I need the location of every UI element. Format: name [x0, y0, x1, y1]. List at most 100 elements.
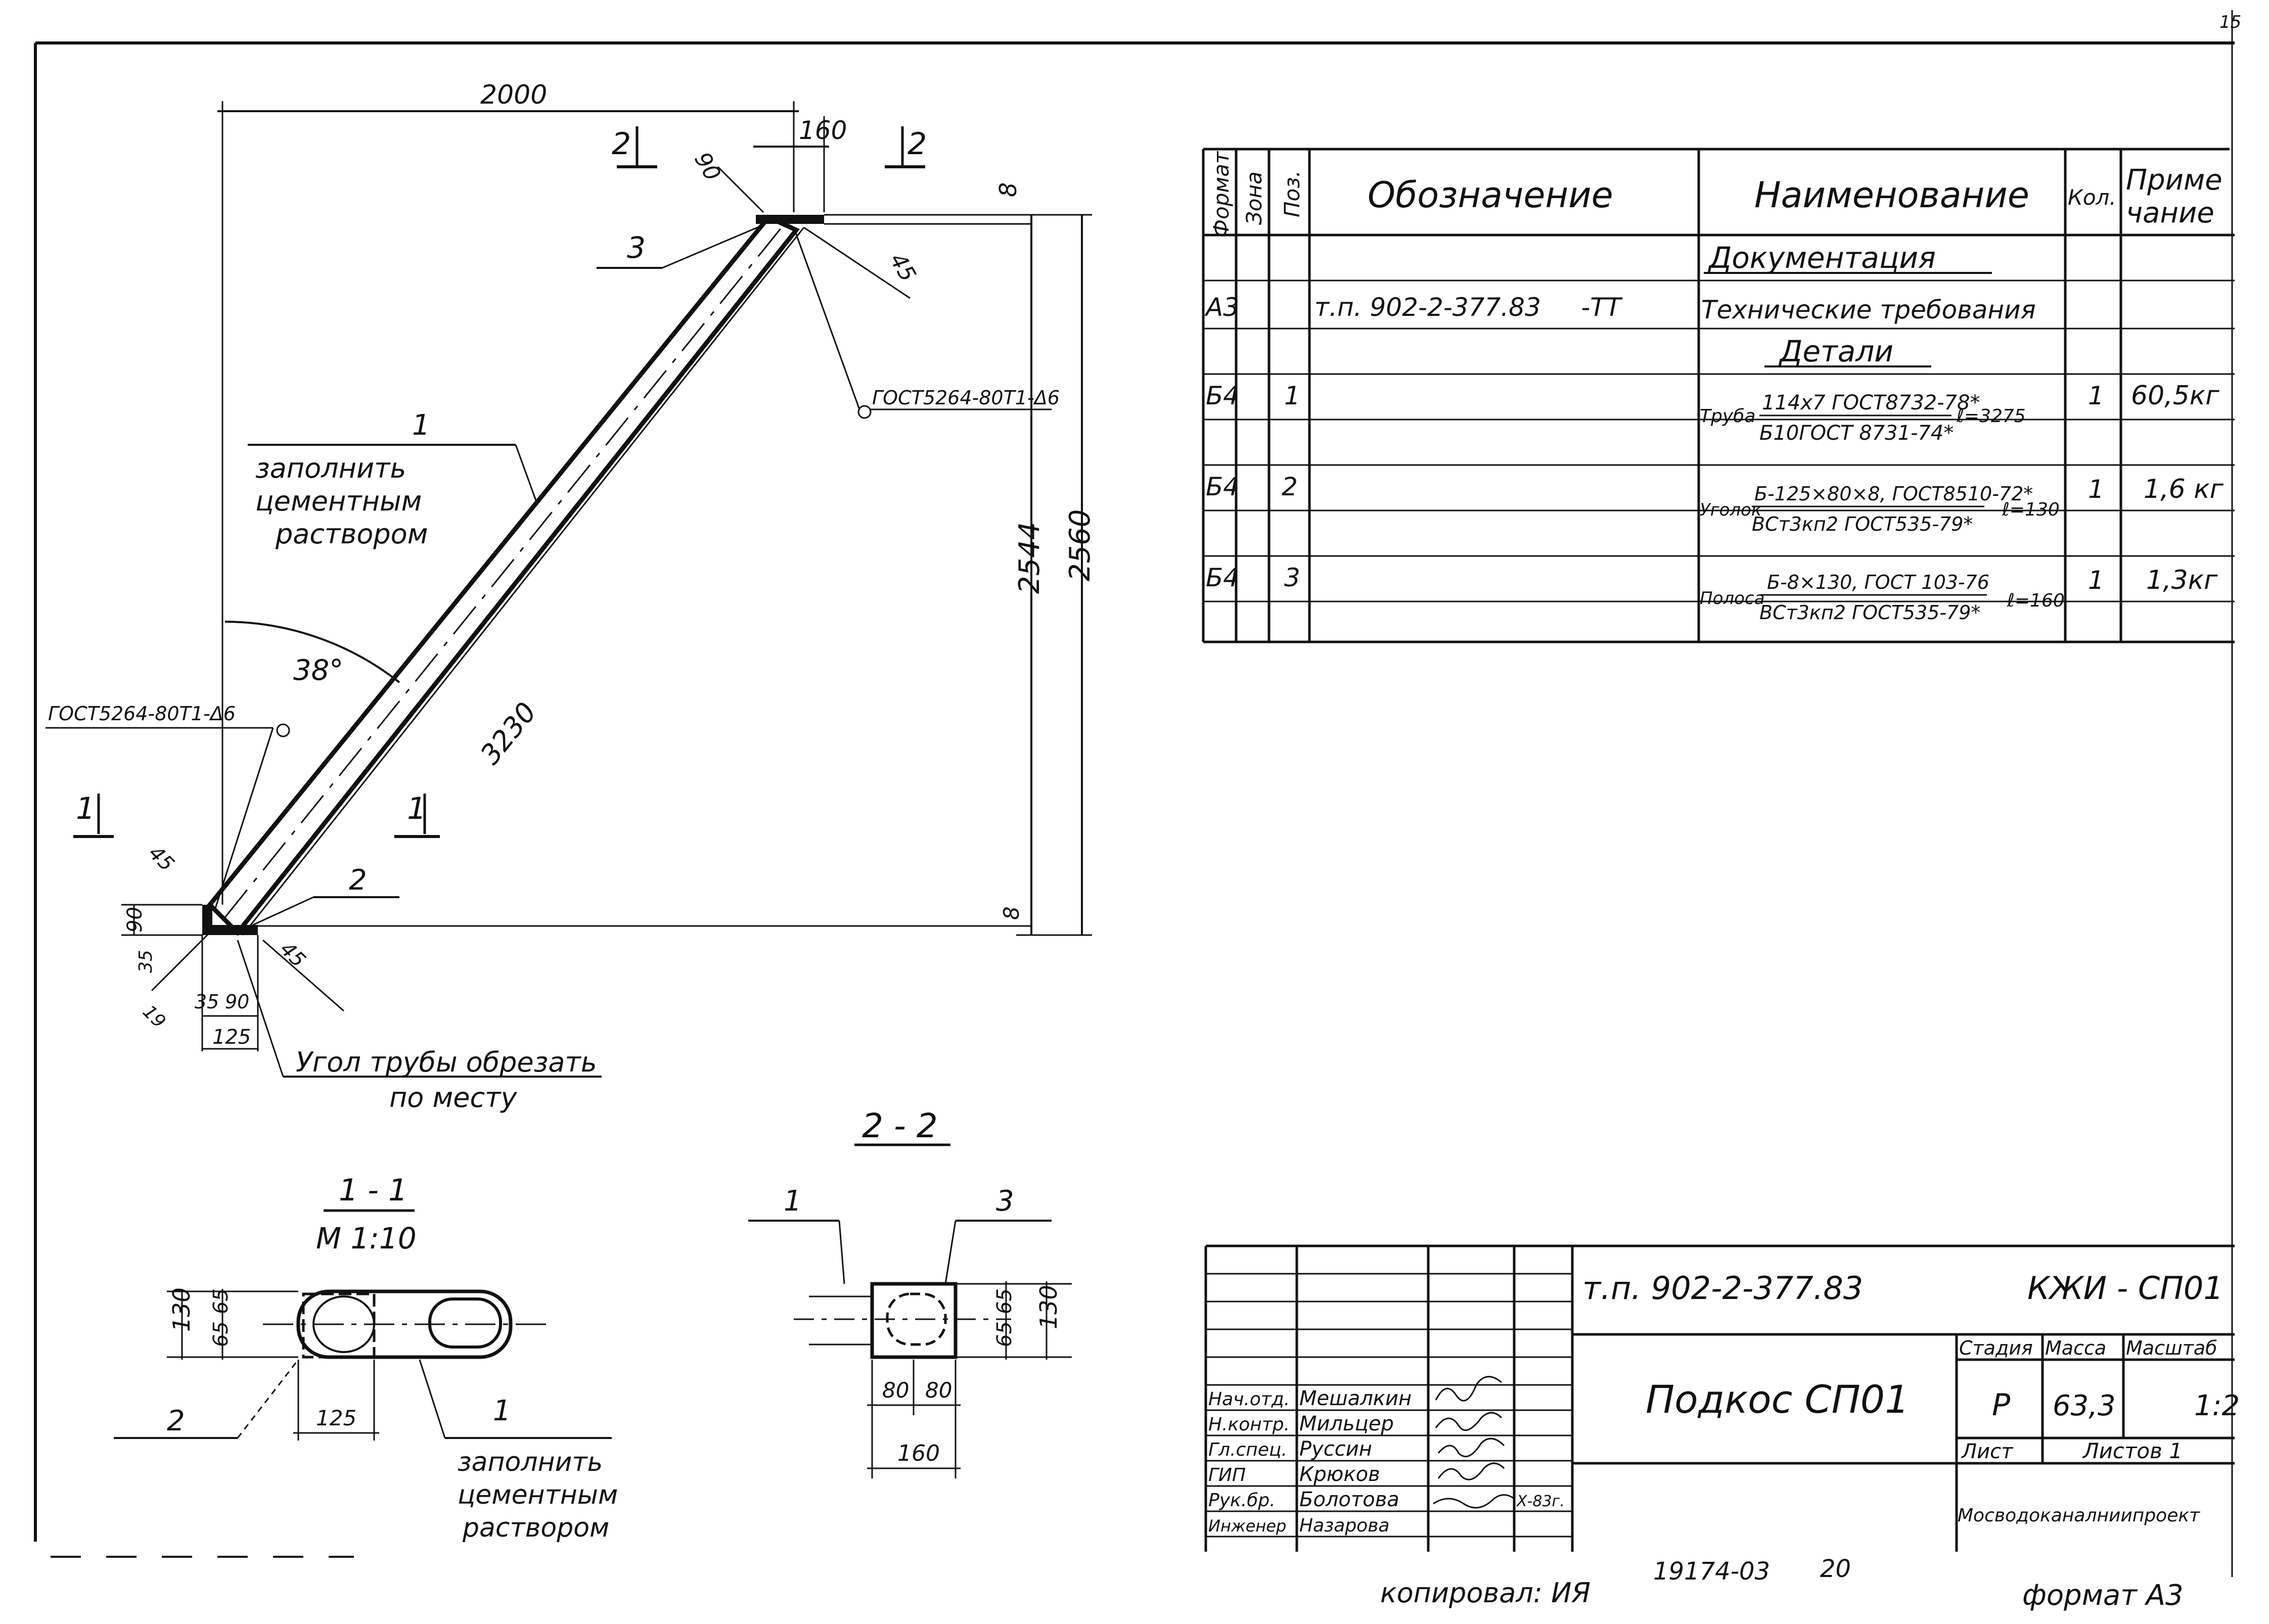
tb-scale-label: Масштаб	[2126, 1337, 2217, 1359]
dim-160: 160	[799, 116, 847, 145]
tb-role-5: Рук.бр.	[1208, 1490, 1276, 1511]
row2-prefix: Уголок	[1700, 500, 1762, 520]
tb-sheets-label: Листов 1	[2082, 1439, 2183, 1463]
fill-note-line-3: раствором	[275, 518, 428, 550]
row3-pos: 3	[1284, 563, 1300, 592]
tb-stage-label: Стадия	[1959, 1337, 2033, 1359]
sec11-note-line-3: раствором	[462, 1513, 609, 1543]
row1-prefix: Труба	[1700, 406, 1755, 427]
sec11-dim-130: 130	[168, 1287, 195, 1332]
row2-len: ℓ=130	[2002, 499, 2060, 520]
corner-page-number: 15	[2219, 12, 2241, 32]
sec11-note-line-2: цементным	[458, 1480, 618, 1510]
row2-format: Б4	[1206, 472, 1239, 501]
doc-row-designation: т.п. 902-2-377.83 -ТТ	[1314, 293, 1623, 322]
tb-doc-number: т.п. 902-2-377.83	[1582, 1270, 1863, 1307]
footer-sheet-no: 20	[1820, 1555, 1851, 1583]
fill-note-line-2: цементным	[255, 485, 422, 517]
top-plate	[756, 215, 824, 224]
pos-2-label: 2	[349, 864, 367, 897]
weld-top-label: ГОСТ5264-80Т1-Δ6	[872, 387, 1060, 409]
tb-scale: 1:2	[2194, 1389, 2240, 1422]
bottom-angle	[202, 905, 258, 935]
tb-mass: 63,3	[2053, 1389, 2116, 1422]
tb-name-5: Болотова	[1299, 1488, 1399, 1511]
sec22-dim-80b: 80	[925, 1378, 952, 1403]
row3-qty: 1	[2088, 566, 2104, 595]
tb-sheet-label: Лист	[1961, 1440, 2014, 1463]
section-2-2-title: 2 - 2	[862, 1106, 938, 1145]
bottom-dim-45a: 45	[144, 842, 179, 876]
dim-2000: 2000	[480, 80, 547, 110]
tb-name-6: Назарова	[1299, 1515, 1390, 1536]
row1-format: Б4	[1206, 381, 1239, 410]
tb-stage: Р	[1992, 1387, 2011, 1423]
tb-code: КЖИ - СП01	[2027, 1270, 2223, 1307]
tb-role-4: ГИП	[1208, 1465, 1246, 1486]
tb-role-3: Гл.спец.	[1208, 1440, 1287, 1460]
footer-inv: 19174-03	[1653, 1557, 1770, 1586]
tb-name-3: Руссин	[1299, 1437, 1372, 1461]
pipe-centerline	[224, 224, 785, 918]
cut-note-line-1: Угол трубы обрезать	[296, 1046, 597, 1078]
brace-pipe	[206, 214, 800, 936]
row3-note: 1,3кг	[2146, 565, 2218, 595]
dim-8-top: 8	[994, 182, 1022, 197]
col-header-name: Наименование	[1754, 174, 2029, 216]
dim-45-top: 45	[884, 249, 921, 286]
sec22-dim-65b: 65	[993, 1288, 1016, 1314]
row3-len: ℓ=160	[2007, 590, 2065, 611]
sec22-dim-130: 130	[1035, 1285, 1062, 1329]
section-1-1-scale: М 1:10	[316, 1221, 417, 1256]
row1-note: 60,5кг	[2131, 381, 2219, 411]
row1-qty: 1	[2088, 381, 2104, 410]
row1-pos: 1	[1284, 381, 1300, 410]
row2-top: Б-125×80×8, ГОСТ8510-72*	[1754, 483, 2033, 505]
sec11-dim-65b: 65	[209, 1288, 233, 1314]
footer-format: формат А3	[2022, 1579, 2184, 1612]
col-header-note-2: чание	[2126, 197, 2214, 229]
angle-38: 38°	[293, 654, 343, 687]
sec22-dim-160: 160	[897, 1441, 940, 1466]
tb-role-1: Нач.отд.	[1208, 1389, 1290, 1410]
row3-prefix: Полоса	[1700, 588, 1764, 609]
spec-table: Формат Зона Поз. Обозначение Наименовани…	[1202, 148, 2235, 643]
title-block: т.п. 902-2-377.83 КЖИ - СП01 Подкос СП01…	[1204, 1244, 2240, 1552]
dim-3230: 3230	[474, 697, 542, 770]
tb-title: Подкос СП01	[1646, 1377, 1909, 1422]
bottom-dim-35a: 35	[135, 950, 156, 973]
row2-qty: 1	[2088, 475, 2104, 504]
bottom-dim-35b: 35	[195, 991, 219, 1013]
bottom-dim-125: 125	[212, 1026, 251, 1049]
section-mark-1-left: 1	[76, 791, 95, 826]
fill-note-line-1: заполнить	[255, 452, 406, 484]
row2-pos: 2	[1282, 472, 1298, 501]
tb-mass-label: Масса	[2045, 1337, 2106, 1359]
sec22-dim-80a: 80	[882, 1378, 909, 1403]
col-header-format: Формат	[1209, 151, 1234, 238]
tb-name-2: Мильцер	[1299, 1412, 1394, 1435]
dim-2560: 2560	[1064, 509, 1097, 581]
bottom-dim-90b: 90	[225, 991, 249, 1013]
weld-left-label: ГОСТ5264-80Т1-Δ6	[48, 703, 236, 725]
section-parts: Детали	[1778, 334, 1893, 368]
sec22-label-1: 1	[784, 1185, 802, 1218]
col-header-designation: Обозначение	[1368, 174, 1613, 216]
col-header-pos: Поз.	[1280, 170, 1304, 217]
doc-row-format: А3	[1204, 293, 1239, 322]
cut-note-line-2: по месту	[389, 1082, 518, 1113]
sec22-label-3: 3	[996, 1185, 1014, 1218]
row1-bottom: Б10ГОСТ 8731-74*	[1759, 422, 1954, 445]
sec11-label-2: 2	[167, 1405, 185, 1437]
doc-row-name: Технические требования	[1701, 295, 2036, 324]
section-1-1-title: 1 - 1	[339, 1173, 407, 1208]
footer-copied: копировал: ИЯ	[1380, 1577, 1591, 1609]
bottom-dim-90: 90	[123, 907, 147, 933]
row3-top: Б-8×130, ГОСТ 103-76	[1767, 571, 1989, 593]
section-documentation: Документация	[1707, 241, 1936, 275]
sec11-dim-65a: 65	[209, 1321, 233, 1347]
sec11-label-1: 1	[493, 1395, 511, 1427]
section-mark-2-right: 2	[907, 126, 927, 162]
tb-name-4: Крюков	[1299, 1463, 1380, 1486]
